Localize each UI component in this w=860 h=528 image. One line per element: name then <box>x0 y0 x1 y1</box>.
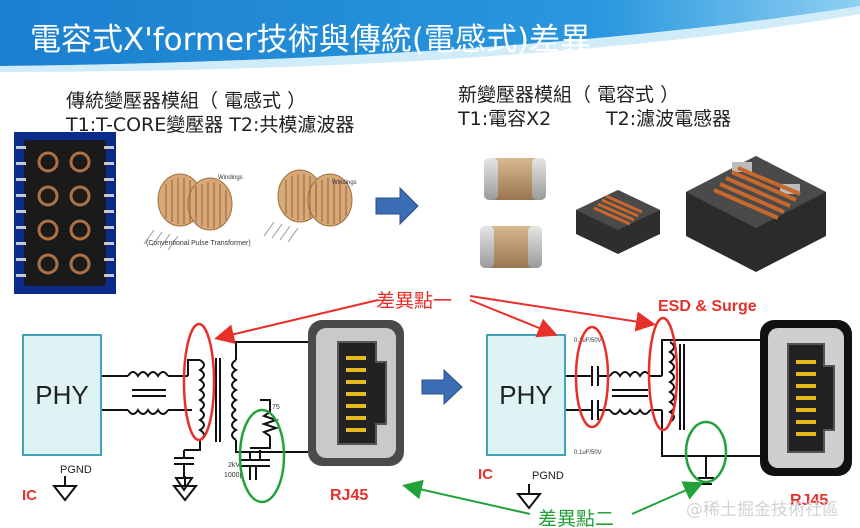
left-diff-one-ellipse <box>182 322 216 442</box>
watermark: @稀土掘金技術社區 <box>686 500 839 520</box>
left-ground-icon-2 <box>171 476 199 502</box>
large-inductor-photo <box>686 156 826 272</box>
right-phy-chip: PHY <box>486 334 566 456</box>
left-ground-icon <box>51 476 79 502</box>
right-pgnd-label: PGND <box>532 470 564 482</box>
windings-label-1: Windings <box>218 175 243 181</box>
right-esd-ellipse <box>647 316 679 432</box>
pulse-transformer-caption: (Conventional Pulse Transformer) <box>146 240 251 247</box>
left-pgnd-label: PGND <box>60 464 92 476</box>
left-kv-label: 2kV <box>228 462 241 469</box>
top-arrow-icon <box>375 186 419 226</box>
right-rj45-label: RJ45 <box>790 492 829 509</box>
right-ground-icon <box>515 484 543 510</box>
right-diff-two-ellipse <box>684 420 728 484</box>
right-rj45-connector-icon <box>760 320 852 476</box>
right-cap-bottom-label: 0.1uF/50V <box>574 450 602 456</box>
left-cap-label: 1000p <box>224 472 244 479</box>
smd-capacitors-photo <box>480 158 546 268</box>
small-inductor-photo <box>576 190 660 254</box>
left-rj45-connector-icon <box>308 320 404 466</box>
right-section-title: 新變壓器模組（ 電容式 ） <box>458 84 680 106</box>
left-section-title: 傳統變壓器模組（ 電感式 ） <box>66 90 307 112</box>
right-section-subtitle-t1: T1:電容X2 <box>458 108 552 130</box>
header-banner: 電容式X'former技術與傳統(電感式)差異 <box>0 0 860 72</box>
pulse-transformer-illustration <box>143 169 353 251</box>
diff-two-label: 差異點二 <box>538 508 615 528</box>
windings-label-2: Windings <box>332 180 357 186</box>
right-cap-top-label: 0.1uF/50V <box>574 338 602 344</box>
left-section-subtitle: T1:T-CORE變壓器 T2:共模濾波器 <box>66 114 355 136</box>
esd-surge-label: ESD & Surge <box>658 298 757 315</box>
right-ic-label: IC <box>478 466 493 483</box>
left-ic-label: IC <box>22 487 37 504</box>
left-res-label: 75 <box>272 404 280 411</box>
diff-one-label: 差異點一 <box>376 290 453 312</box>
transformer-module-photo <box>14 132 116 294</box>
right-diff-one-ellipse <box>574 325 610 429</box>
page-title: 電容式X'former技術與傳統(電感式)差異 <box>30 22 592 58</box>
header-swoosh <box>0 0 860 72</box>
left-diff-two-ellipse <box>238 408 286 504</box>
left-phy-chip: PHY <box>22 334 102 456</box>
left-rj45-label: RJ45 <box>330 487 369 504</box>
right-section-subtitle-t2: T2:濾波電感器 <box>606 108 732 130</box>
middle-arrow-icon <box>421 368 463 406</box>
